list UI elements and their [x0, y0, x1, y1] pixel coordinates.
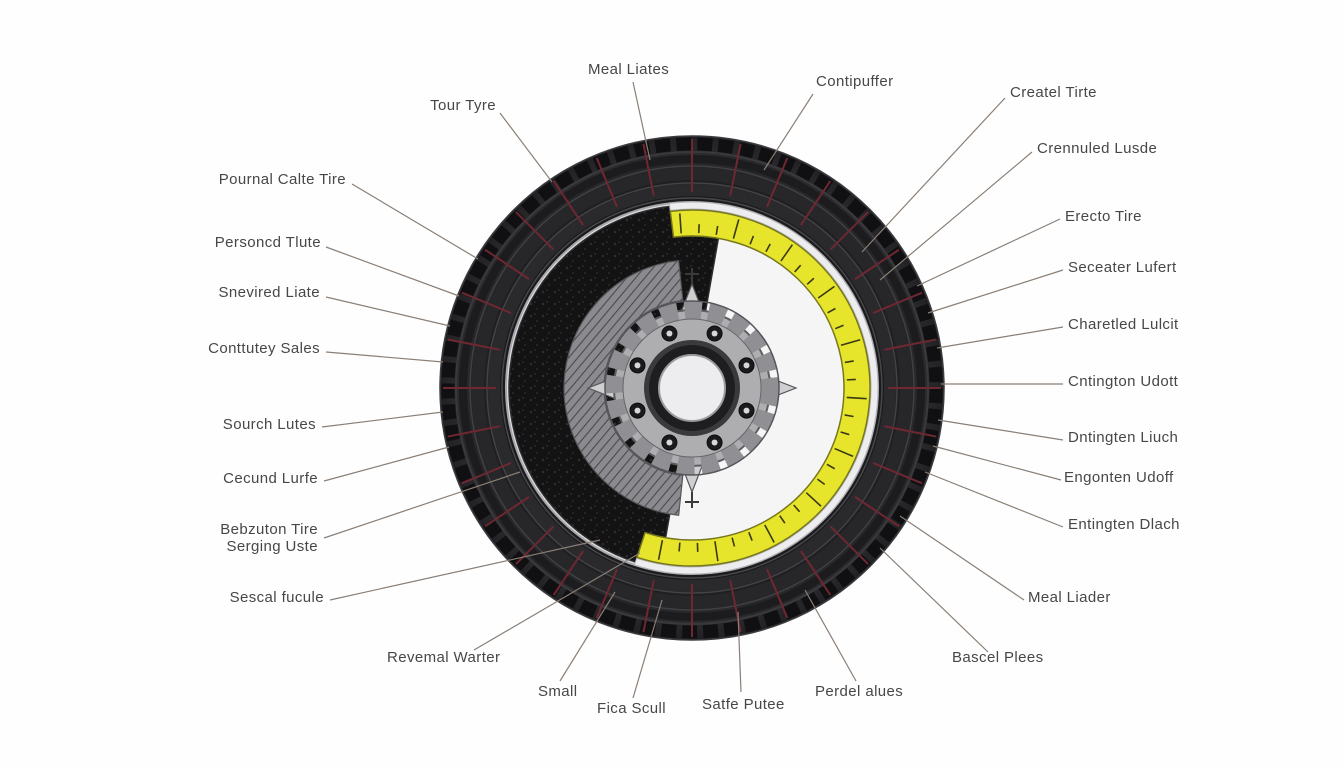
label-personcd-tlute: Personcd Tlute	[214, 234, 321, 251]
red-tick-marks	[443, 139, 941, 637]
label-cntington-udott: Cntington Udott	[1068, 373, 1179, 390]
label-createl-tirte: Createl Tirte	[1010, 84, 1097, 101]
label-erecto-tire: Erecto Tire	[1065, 208, 1142, 225]
leader-pournal-calte	[351, 183, 479, 260]
leader-tour-tyre	[499, 112, 553, 183]
leader-engonten-udoff	[932, 445, 1062, 481]
leader-meal-liader	[899, 515, 1025, 601]
label-dntingten-liuch: Dntingten Liuch	[1068, 429, 1179, 446]
leader-entingten-dlach	[924, 471, 1064, 528]
leader-erecto-tire	[916, 218, 1061, 287]
label-entingten-dlach: Entingten Dlach	[1068, 516, 1180, 533]
tire-outline	[439, 135, 945, 641]
leader-perdel-alues	[804, 589, 857, 682]
label-sescal-fucule: Sescal fucule	[229, 589, 324, 606]
leader-dntingten-liuch	[937, 419, 1064, 441]
label-bebzuton-serging: Bebzuton Tire Serging Uste	[220, 521, 318, 555]
leader-createl-tirte	[861, 97, 1006, 253]
leader-seceater-lufert	[927, 269, 1064, 314]
label-fica-scull: Fica Scull	[597, 700, 667, 717]
label-sourch-lutes: Sourch Lutes	[222, 416, 316, 433]
leader-contipuffer	[763, 93, 814, 171]
label-contipuffer: Contipuffer	[816, 73, 894, 90]
label-crennuled-lusde: Crennuled Lusde	[1037, 140, 1158, 157]
leader-bebzuton	[323, 471, 521, 539]
hatched-collar	[563, 260, 684, 516]
leader-sourch-lutes	[321, 411, 444, 428]
yellow-band-marks	[657, 213, 867, 562]
label-tour-tyre: Tour Tyre	[430, 97, 496, 114]
label-bascel-plees: Bascel Plees	[952, 649, 1044, 666]
leader-sescal-fucule	[329, 539, 601, 601]
label-seceater-lufert: Seceater Lufert	[1068, 259, 1177, 276]
leader-cecund-lurfe	[323, 446, 450, 482]
leader-charetled-lulcit	[936, 326, 1064, 349]
leader-crennuled-lusde	[879, 151, 1033, 281]
leader-satfe-putee	[737, 611, 742, 693]
label-charetled-lulcit: Charetled Lulcit	[1068, 316, 1179, 333]
leader-bascel-plees	[879, 547, 989, 653]
label-conttutey-sales: Conttutey Sales	[208, 340, 320, 357]
rim-lip	[633, 201, 879, 575]
label-engonten-udoff: Engonten Udoff	[1064, 469, 1174, 486]
label-small: Small	[538, 683, 578, 700]
label-pournal-calte: Pournal Calte Tire	[218, 171, 346, 188]
label-revemal-warter: Revemal Warter	[387, 649, 501, 666]
leader-revemal-warter	[473, 552, 641, 651]
leader-meal-liates	[632, 81, 651, 161]
label-perdel-alues: Perdel alues	[815, 683, 904, 700]
center-bore	[658, 354, 726, 422]
leader-fica-scull	[632, 599, 663, 699]
label-cecund-lurfe: Cecund Lurfe	[223, 470, 318, 487]
valve-crosses	[685, 268, 699, 508]
label-snevired-liate: Snevired Liate	[218, 284, 320, 301]
leader-personcd-tlute	[325, 246, 460, 297]
label-satfe-putee: Satfe Putee	[702, 696, 785, 713]
hub-bolts	[629, 325, 755, 451]
leader-snevired-liate	[325, 296, 451, 327]
leader-small	[559, 591, 616, 682]
label-meal-liader: Meal Liader	[1028, 589, 1111, 606]
yellow-band	[636, 209, 871, 567]
leader-lines	[321, 81, 1064, 699]
hub-assembly	[586, 268, 798, 508]
label-meal-liates: Meal Liates	[588, 61, 670, 78]
leader-conttutey-sales	[325, 351, 444, 363]
